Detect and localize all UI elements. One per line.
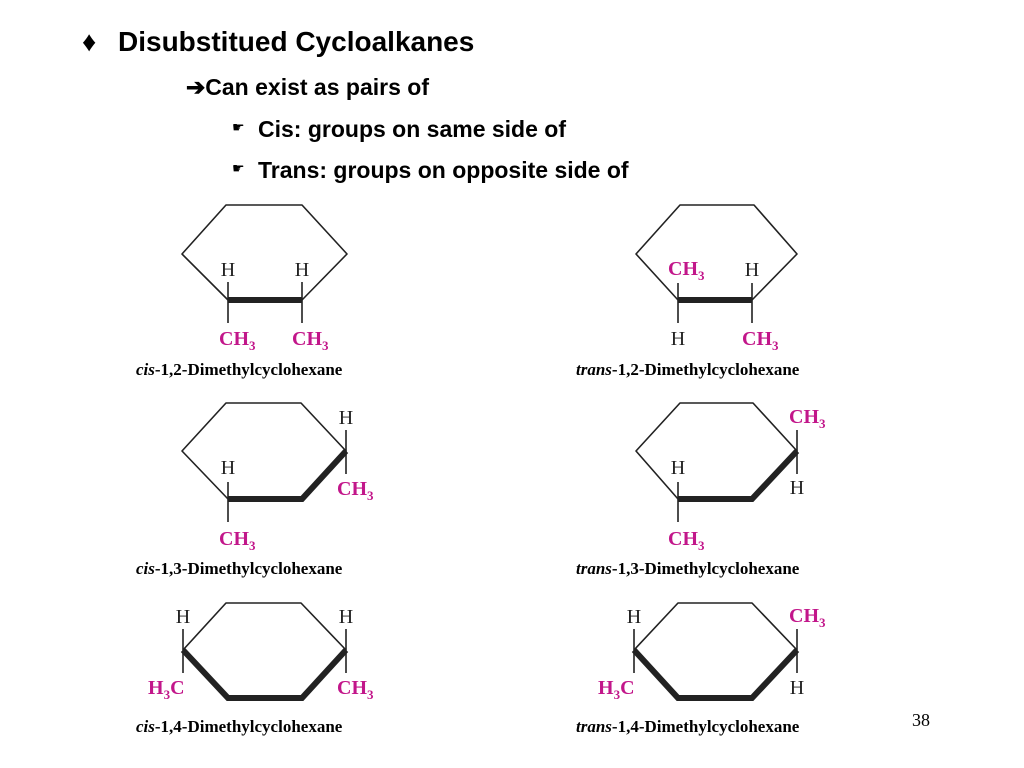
methyl-label: H3C <box>148 677 185 702</box>
methyl-label: CH3 <box>219 528 256 553</box>
methyl-label: CH3 <box>668 258 705 283</box>
bullet-trans: ☛ Trans: groups on opposite side of <box>232 157 629 184</box>
bullet-heading: ♦ Disubstitued Cycloalkanes <box>82 26 474 58</box>
trans-1-4-dimethylcyclohexane: H CH3 H3C H trans-1,4-Dimethylcyclohexan… <box>576 602 826 736</box>
compound-caption: cis-1,2-Dimethylcyclohexane <box>136 360 343 379</box>
trans-1-2-dimethylcyclohexane: CH3 H H CH3 trans-1,2-Dimethylcyclohexan… <box>576 204 800 379</box>
diamond-bullet-icon: ♦ <box>82 26 97 57</box>
hydrogen-label: H <box>221 259 235 281</box>
hydrogen-label: H <box>671 328 685 350</box>
hydrogen-label: H <box>221 457 235 479</box>
cis-1-3-dimethylcyclohexane: H H CH3 CH3 cis-1,3-Dimethylcyclohexane <box>136 402 374 578</box>
hydrogen-label: H <box>295 259 309 281</box>
heading-text: Disubstitued Cycloalkanes <box>118 26 475 57</box>
hydrogen-label: H <box>339 407 353 429</box>
pointing-hand-icon: ☛ <box>232 160 245 177</box>
hydrogen-label: H <box>671 457 685 479</box>
hydrogen-label: H <box>790 477 804 499</box>
compound-caption: cis-1,4-Dimethylcyclohexane <box>136 717 343 736</box>
methyl-label: CH3 <box>789 406 826 431</box>
methyl-label: CH3 <box>292 328 329 353</box>
cis-definition: Cis: groups on same side of <box>258 116 566 142</box>
hydrogen-label: H <box>745 259 759 281</box>
bullet-cis: ☛ Cis: groups on same side of <box>232 116 566 143</box>
compound-caption: trans-1,4-Dimethylcyclohexane <box>576 717 800 736</box>
arrow-bullet-icon: ➔ <box>186 74 206 100</box>
methyl-label: CH3 <box>668 528 705 553</box>
methyl-label: CH3 <box>789 605 826 630</box>
hydrogen-label: H <box>627 606 641 628</box>
bullet-subheading: ➔Can exist as pairs of <box>186 74 429 101</box>
page-number: 38 <box>912 710 930 730</box>
compound-caption: trans-1,3-Dimethylcyclohexane <box>576 559 800 578</box>
hydrogen-label: H <box>176 606 190 628</box>
subheading-text: Can exist as pairs of <box>205 74 429 100</box>
trans-definition: Trans: groups on opposite side of <box>258 157 629 183</box>
compound-caption: cis-1,3-Dimethylcyclohexane <box>136 559 343 578</box>
methyl-label: H3C <box>598 677 635 702</box>
pointing-hand-icon: ☛ <box>232 119 245 136</box>
compound-caption: trans-1,2-Dimethylcyclohexane <box>576 360 800 379</box>
methyl-label: CH3 <box>219 328 256 353</box>
hydrogen-label: H <box>339 606 353 628</box>
cis-1-2-dimethylcyclohexane: H H CH3 CH3 cis-1,2-Dimethylcyclohexane <box>136 204 348 379</box>
methyl-label: CH3 <box>742 328 779 353</box>
trans-1-3-dimethylcyclohexane: H CH3 H CH3 trans-1,3-Dimethylcyclohexan… <box>576 402 826 578</box>
methyl-label: CH3 <box>337 478 374 503</box>
hydrogen-label: H <box>790 677 804 699</box>
cis-1-4-dimethylcyclohexane: H H H3C CH3 cis-1,4-Dimethylcyclohexane <box>136 602 374 736</box>
methyl-label: CH3 <box>337 677 374 702</box>
